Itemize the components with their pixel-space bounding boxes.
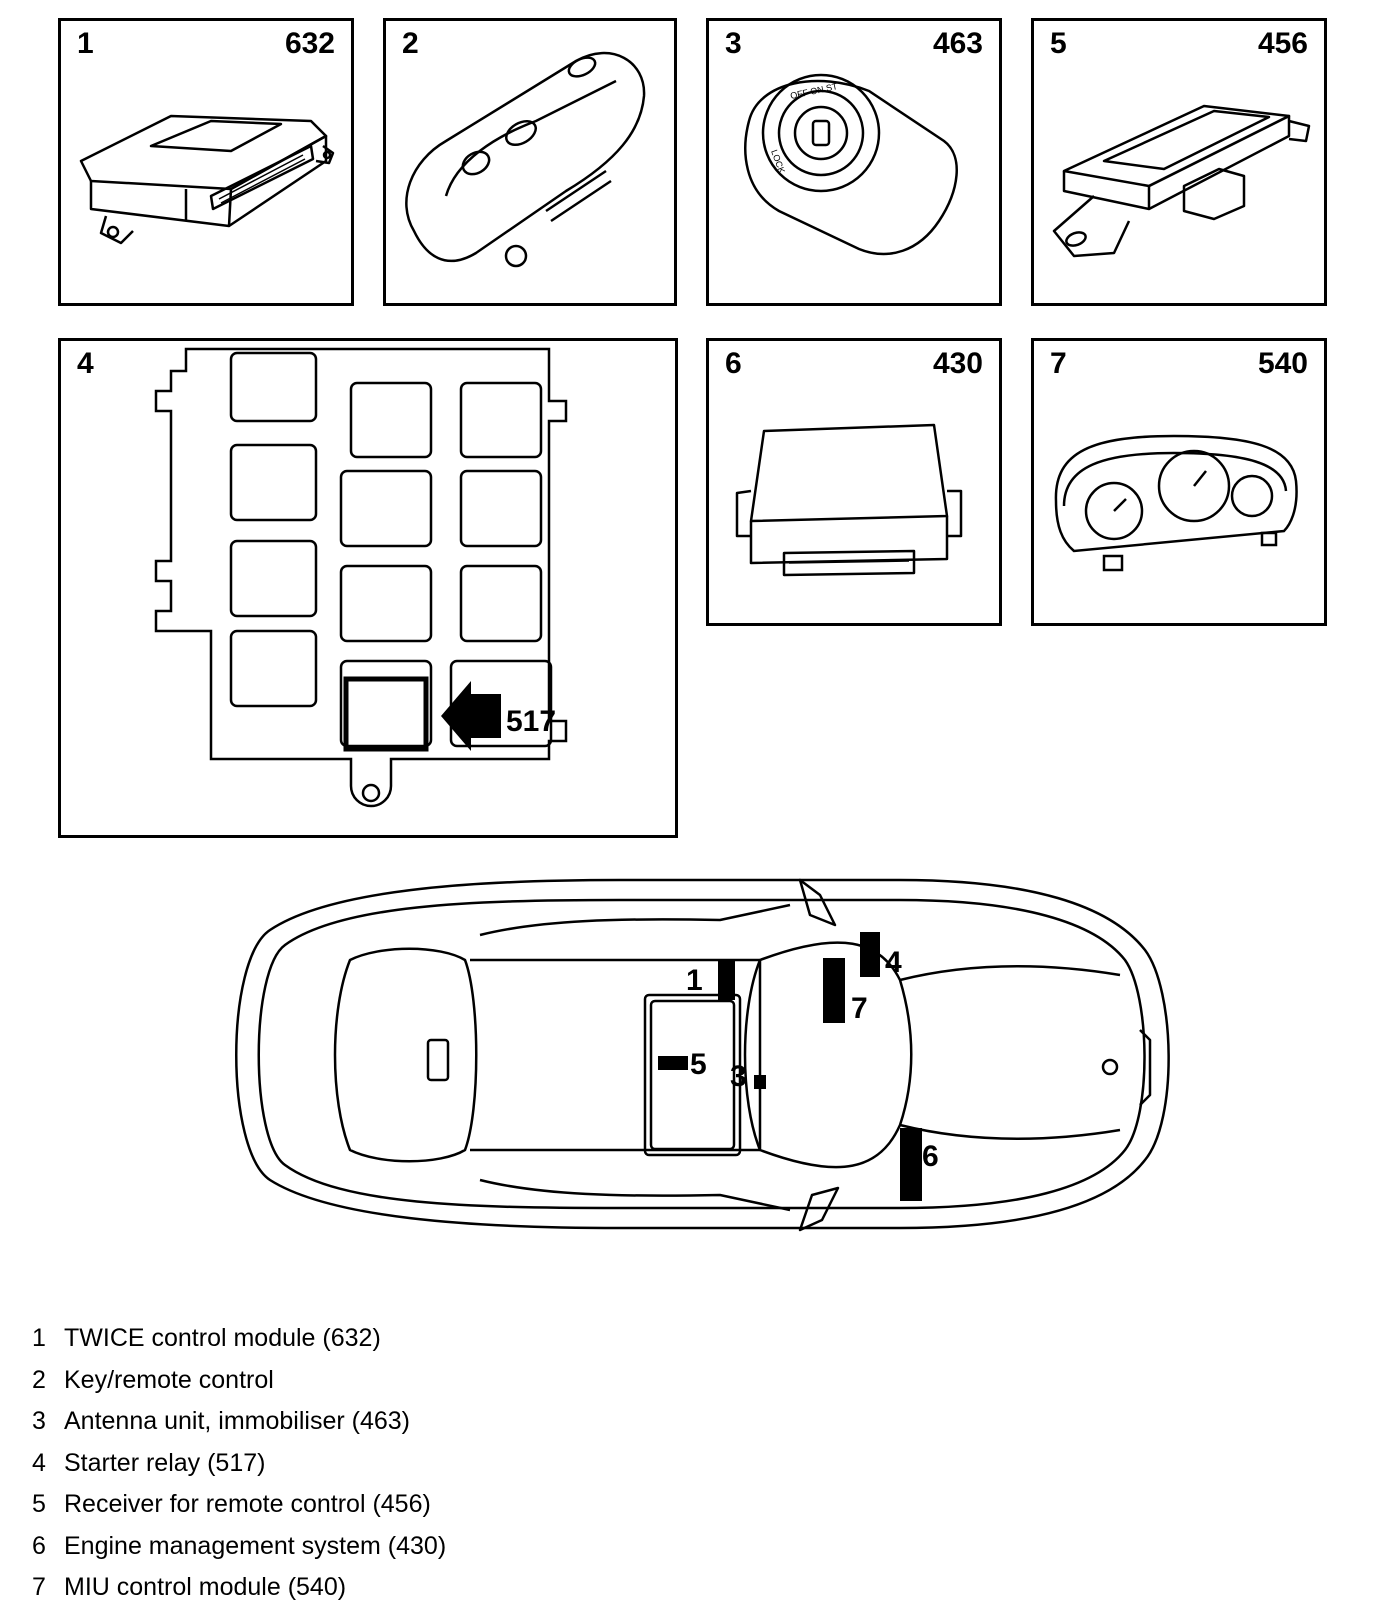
legend-number: 1 [32,1324,46,1353]
marker-box-3 [754,1075,766,1089]
marker-label-1: 1 [686,964,703,997]
marker-box-1 [718,960,735,1000]
panel-receiver: 5 456 [1031,18,1327,306]
panel-number: 7 [1050,347,1067,380]
panel-number: 2 [402,27,419,60]
panel-antenna-unit: 3 463 OFF ON ST LOCK [706,18,1002,306]
instrument-cluster-drawing [1054,434,1298,572]
marker-label-7: 7 [851,992,868,1025]
relay-slot [229,629,318,708]
legend-number: 7 [32,1573,46,1602]
legend-text: Key/remote control [64,1365,274,1394]
panel-relay-box: 4 517 [58,338,678,838]
roof [470,958,762,1152]
relay-slot [339,564,433,643]
legend-item: 3 Antenna unit, immobiliser (463) [32,1401,446,1443]
marker-label-6: 6 [922,1140,939,1173]
panel-number: 6 [725,347,742,380]
panel-miu-module: 7 540 [1031,338,1327,626]
relay-slot [459,469,543,548]
center-console [643,993,742,1157]
relay-code-517: 517 [506,705,556,738]
panel-key-remote: 2 [383,18,677,306]
part-code: 463 [932,27,983,60]
receiver-drawing [1052,104,1311,258]
relay-slot [339,659,433,748]
relay-slot [229,351,318,423]
legend-text: Receiver for remote control (456) [64,1490,431,1519]
legend-item: 5 Receiver for remote control (456) [32,1484,446,1526]
relay-slot [339,469,433,548]
marker-label-5: 5 [690,1048,707,1081]
panel-engine-management: 6 430 [706,338,1002,626]
legend-number: 6 [32,1531,46,1560]
legend-text: TWICE control module (632) [64,1324,381,1353]
panel-number: 5 [1050,27,1067,60]
marker-box-6 [900,1128,922,1201]
relay-slot [459,381,543,459]
marker-box-5 [658,1056,688,1070]
marker-label-4: 4 [885,946,902,979]
legend-text: Starter relay (517) [64,1448,266,1477]
panel-number: 3 [725,27,742,60]
part-code: 456 [1257,27,1308,60]
relay-slot [229,539,318,618]
legend-number: 5 [32,1490,46,1519]
part-code: 540 [1257,347,1308,380]
legend-number: 2 [32,1365,46,1394]
starter-relay-517 [343,676,429,752]
marker-label-3: 3 [730,1060,747,1093]
relay-slot [229,443,318,522]
pointer-arrow-icon [441,681,501,751]
relay-slot [349,381,433,459]
part-code: 430 [932,347,983,380]
marker-box-7 [823,958,845,1023]
panel-number: 1 [77,27,94,60]
antenna-unit-drawing: OFF ON ST LOCK [744,73,958,256]
twice-module-drawing [79,114,335,245]
rear-window [333,947,478,1163]
legend: 1 TWICE control module (632) 2 Key/remote c… [32,1318,446,1609]
component-markers [658,932,922,1201]
relay-slot [449,659,553,748]
engine-ecu-drawing [735,423,963,577]
legend-text: Antenna unit, immobiliser (463) [64,1407,410,1436]
mirror-left-icon [798,878,837,927]
part-code: 632 [284,27,335,60]
panel-number: 4 [77,347,94,380]
legend-number: 3 [32,1407,46,1436]
legend-text: MIU control module (540) [64,1573,347,1602]
legend-item: 2 Key/remote control [32,1360,446,1402]
car-body-outline [235,878,1170,1230]
mirror-right-icon [798,1186,840,1232]
relay-slot [459,564,543,643]
legend-text: Engine management system (430) [64,1531,447,1560]
legend-item: 4 Starter relay (517) [32,1443,446,1485]
legend-item: 6 Engine management system (430) [32,1526,446,1568]
panel-twice-module: 1 632 [58,18,354,306]
legend-item: 7 MIU control module (540) [32,1567,446,1609]
marker-box-4 [860,932,880,977]
legend-number: 4 [32,1448,46,1477]
relay-box-drawing: 517 [154,347,568,808]
key-remote-drawing [405,51,646,268]
legend-item: 1 TWICE control module (632) [32,1318,446,1360]
